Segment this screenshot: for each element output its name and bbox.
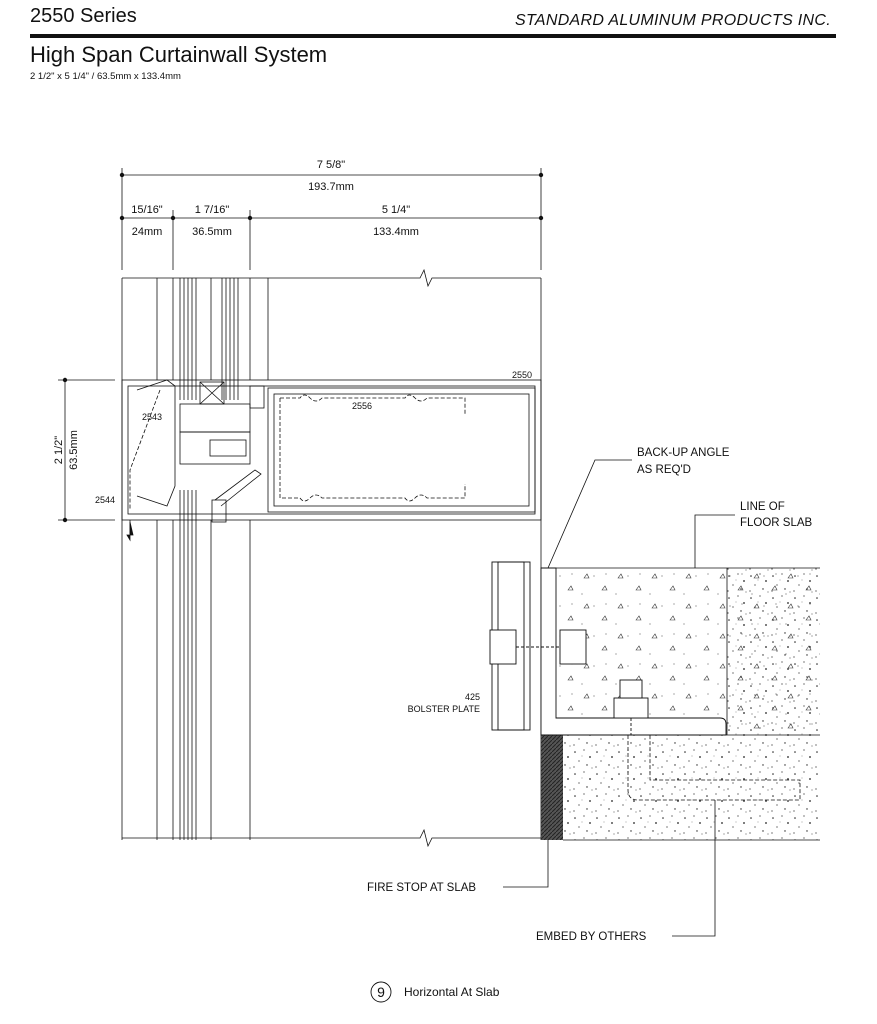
floor-slab-callout-line1: LINE OF <box>740 501 785 513</box>
overall-dim-imperial: 7 5/8" <box>317 159 345 171</box>
page-subtitle: 2 1/2" x 5 1/4" / 63.5mm x 133.4mm <box>30 71 181 82</box>
callout-leaders <box>503 459 735 937</box>
backup-angle <box>489 561 727 736</box>
backup-angle-callout-line1: BACK-UP ANGLE <box>637 447 730 459</box>
seg1-dim-imperial: 15/16" <box>131 204 163 216</box>
dimension-lines <box>58 168 542 521</box>
detail-number-circle <box>370 981 392 1003</box>
bolster-plate-label: BOLSTER PLATE <box>408 704 480 714</box>
overall-dim-metric: 193.7mm <box>308 181 354 193</box>
header-rule <box>30 34 836 38</box>
detail-label: Horizontal At Slab <box>404 985 500 999</box>
mullion-profile <box>121 268 542 848</box>
backup-angle-callout-line2: AS REQ'D <box>637 464 691 476</box>
part-2544-label: 2544 <box>95 495 115 505</box>
floor-slab-callout-line2: FLOOR SLAB <box>740 517 813 529</box>
company-name: STANDARD ALUMINUM PRODUCTS INC. <box>515 12 831 29</box>
seg1-dim-metric: 24mm <box>132 226 163 238</box>
depth-dim-imperial: 2 1/2" <box>53 436 65 464</box>
embed-callout: EMBED BY OTHERS <box>536 931 647 943</box>
depth-dim-metric: 63.5mm <box>68 430 80 470</box>
seg3-dim-imperial: 5 1/4" <box>382 204 410 216</box>
fire-stop <box>541 735 563 840</box>
seg2-dim-metric: 36.5mm <box>192 226 232 238</box>
fire-stop-callout: FIRE STOP AT SLAB <box>367 882 476 894</box>
part-425-label: 425 <box>465 692 480 702</box>
series-title: 2550 Series <box>30 5 137 27</box>
part-2556-label: 2556 <box>352 401 372 411</box>
part-2550-label: 2550 <box>512 370 532 380</box>
seg2-dim-imperial: 1 7/16" <box>195 204 230 216</box>
seg3-dim-metric: 133.4mm <box>373 226 419 238</box>
page-title: High Span Curtainwall System <box>30 42 328 67</box>
detail-number: 9 <box>377 984 385 1000</box>
floor-slab <box>556 567 820 841</box>
part-2543-label: 2543 <box>142 412 162 422</box>
drain-arrow-icon <box>126 521 134 542</box>
